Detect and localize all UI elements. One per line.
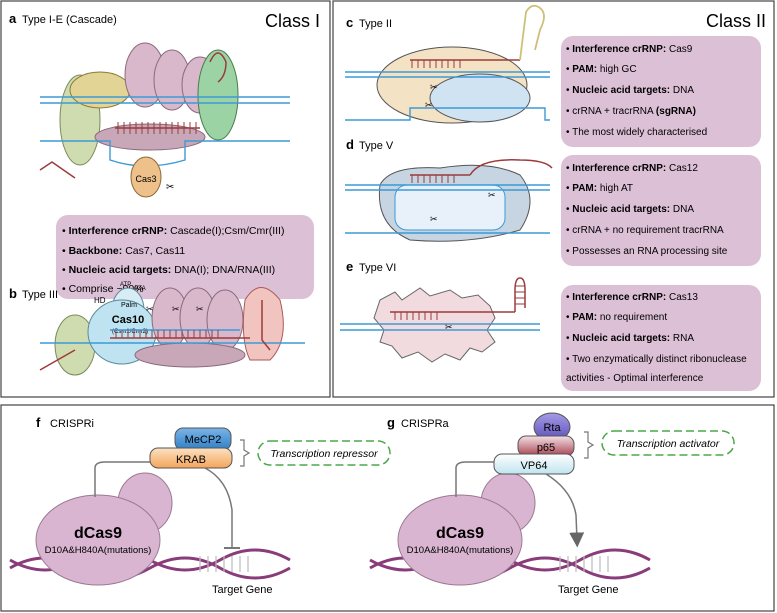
activator-label: Transcription activator [617, 438, 720, 450]
scissors-icon: ✂ [166, 182, 174, 193]
dcas9-label: dCas9 [436, 525, 484, 542]
panel-c-info-2: • Nucleic acid targets: DNA [566, 85, 694, 96]
class1-title: Class I [265, 11, 320, 31]
panel-a-info-1: • Backbone: Cas7, Cas11 [62, 245, 185, 257]
panel-c-title: Type II [359, 18, 392, 30]
panel-a-title: Type I-E (Cascade) [22, 14, 117, 26]
panel-g-letter: g [387, 415, 395, 430]
dcas9-protein [35, 494, 161, 586]
dcas9-label: dCas9 [74, 525, 122, 542]
cas3-label: Cas3 [135, 174, 156, 184]
panel-e-info-0: • Interference crRNP: Cas13 [566, 292, 698, 303]
scissors-icon: ✂ [172, 304, 180, 314]
crispra-illustration: dCas9 D10A&H840A(mutations) Rta p65 VP64… [369, 412, 735, 596]
vp64-label: VP64 [521, 460, 548, 472]
cas3-protein [130, 156, 162, 198]
panel-e-info-1: • PAM: no requirement [566, 312, 667, 323]
panel-d-title: Type V [359, 140, 394, 152]
panel-d-info-0: • Interference crRNP: Cas12 [566, 163, 698, 174]
class1-panel: Class I a Type I-E (Cascade) [0, 0, 331, 398]
panel-c-info-0: • Interference crRNP: Cas9 [566, 44, 693, 55]
mutations-label: D10A&H840A(mutations) [407, 545, 514, 556]
mecp2-label: MeCP2 [185, 434, 222, 446]
activation-arrow [545, 473, 585, 548]
repressor-label: Transcription repressor [270, 448, 378, 460]
panel-e-title: Type VI [359, 262, 396, 274]
panel-d-info-1: • PAM: high AT [566, 183, 633, 194]
class2-title: Class II [706, 11, 766, 31]
type3-illustration: HD ATP cOA Palm Cas10 (Csm1/Cmr2) [39, 282, 305, 376]
panel-f-title: CRISPRi [50, 418, 94, 430]
scissors-icon: ✂ [488, 190, 496, 200]
panel-c-info-3: • crRNA + tracrRNA (sgRNA) [566, 106, 696, 117]
cas12-illustration: ✂ ✂ [345, 159, 553, 242]
atp-label: ATP [120, 282, 131, 288]
target-gene-label-f: Target Gene [212, 584, 273, 596]
panel-c-info-1: • PAM: high GC [566, 64, 637, 75]
panel-a-info-box: • Interference crRNP: Cascade(I);Csm/Cmr… [56, 215, 314, 299]
scissors-icon: ✂ [445, 322, 453, 332]
panel-e-info-3: • Two enzymatically distinct ribonucleas… [566, 354, 747, 365]
cas13-illustration: ✂ [340, 277, 540, 363]
panel-e-info-4: activities - Optimal interference [566, 373, 704, 384]
panel-e-info-2: • Nucleic acid targets: RNA [566, 333, 694, 344]
class2-panel: Class II c Type II ✂ ✂ • Interference [332, 0, 775, 398]
panel-b-letter: b [9, 286, 17, 301]
scissors-icon: ✂ [196, 304, 204, 314]
panel-g-title: CRISPRa [401, 418, 450, 430]
cascade-illustration: Cas3 ✂ [39, 42, 290, 198]
panel-f-letter: f [36, 415, 41, 430]
panel-d-info-3: • crRNA + no requirement tracrRNA [566, 225, 724, 236]
mutations-label: D10A&H840A(mutations) [45, 545, 152, 556]
target-gene-label-g: Target Gene [558, 584, 619, 596]
coa-label: cOA [134, 286, 146, 292]
scissors-icon: ✂ [430, 214, 438, 224]
panel-a-info-2: • Nucleic acid targets: DNA(I); DNA/RNA(… [62, 264, 275, 276]
rta-label: Rta [543, 422, 561, 434]
panel-d-info-box: • Interference crRNP: Cas12 • PAM: high … [561, 155, 761, 266]
crispri-illustration: dCas9 D10A&H840A(mutations) MeCP2 KRAB T… [9, 427, 391, 596]
hd-label: HD [94, 296, 106, 305]
panel-e-letter: e [346, 259, 353, 274]
scissors-icon: ✂ [430, 82, 438, 92]
panel-e-info-box: • Interference crRNP: Cas13 • PAM: no re… [561, 285, 761, 391]
cas10-label: Cas10 [112, 314, 144, 326]
cas9-illustration: ✂ ✂ [345, 4, 550, 124]
dcas9-protein [397, 494, 523, 586]
panel-c-letter: c [346, 15, 353, 30]
panel-c-info-box: • Interference crRNP: Cas9 • PAM: high G… [561, 36, 761, 147]
palm-label: Palm [121, 302, 137, 309]
scissors-icon: ✂ [425, 100, 433, 110]
panel-d-letter: d [346, 137, 354, 152]
crispr-tools-panel: f CRISPRi dCas9 D10A&H840A(mutations) Me… [0, 404, 775, 612]
panel-a-info-0: • Interference crRNP: Cascade(I);Csm/Cmr… [62, 225, 284, 237]
krab-label: KRAB [176, 454, 206, 466]
panel-b-title: Type III [22, 289, 58, 301]
cas10-sub-label: (Csm1/Cmr2) [112, 329, 148, 335]
p65-label: p65 [537, 442, 555, 454]
panel-d-info-2: • Nucleic acid targets: DNA [566, 204, 694, 215]
panel-d-info-4: • Possesses an RNA processing site [566, 246, 728, 257]
panel-a-letter: a [9, 11, 17, 26]
panel-c-info-4: • The most widely characterised [566, 127, 707, 138]
scissors-icon: ✂ [146, 304, 154, 314]
